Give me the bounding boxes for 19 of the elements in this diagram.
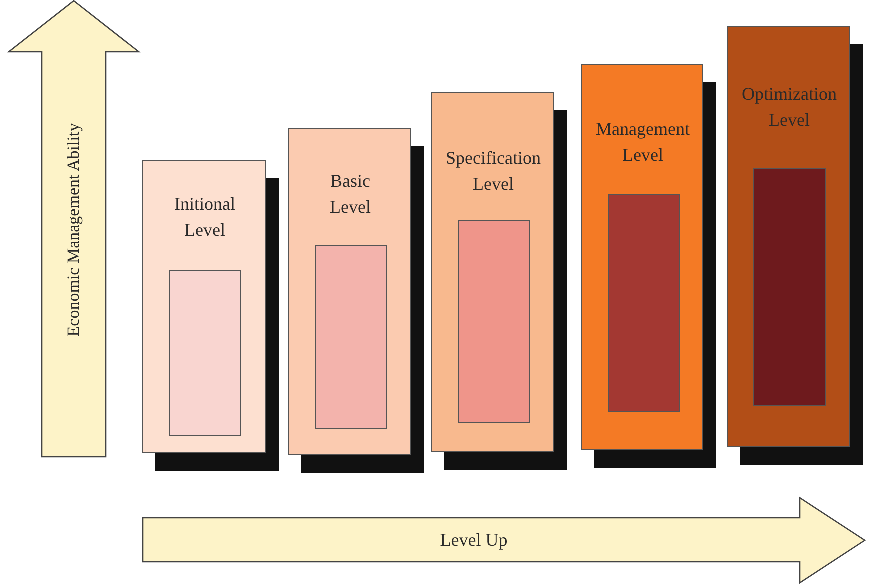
- level-title: Management Level: [595, 118, 691, 167]
- level-box: [142, 160, 266, 453]
- level-box: [431, 92, 554, 452]
- inner-box: [458, 220, 530, 423]
- arrow-label: Economic Management Ability: [63, 122, 84, 339]
- level-box: [288, 128, 411, 455]
- right-arrow: [142, 497, 866, 584]
- level-title: Basic Level: [329, 170, 372, 219]
- inner-box: [169, 270, 241, 436]
- level-title: Optimization Level: [741, 83, 838, 132]
- arrow-label: Level Up: [439, 529, 509, 552]
- up-arrow: [8, 0, 140, 458]
- level-box: [581, 64, 703, 450]
- inner-box: [315, 245, 387, 429]
- level-title: Initional Level: [174, 193, 236, 242]
- level-box: [727, 26, 850, 447]
- inner-box: [608, 194, 680, 412]
- level-title: Specification Level: [445, 147, 542, 196]
- inner-box: [753, 168, 826, 406]
